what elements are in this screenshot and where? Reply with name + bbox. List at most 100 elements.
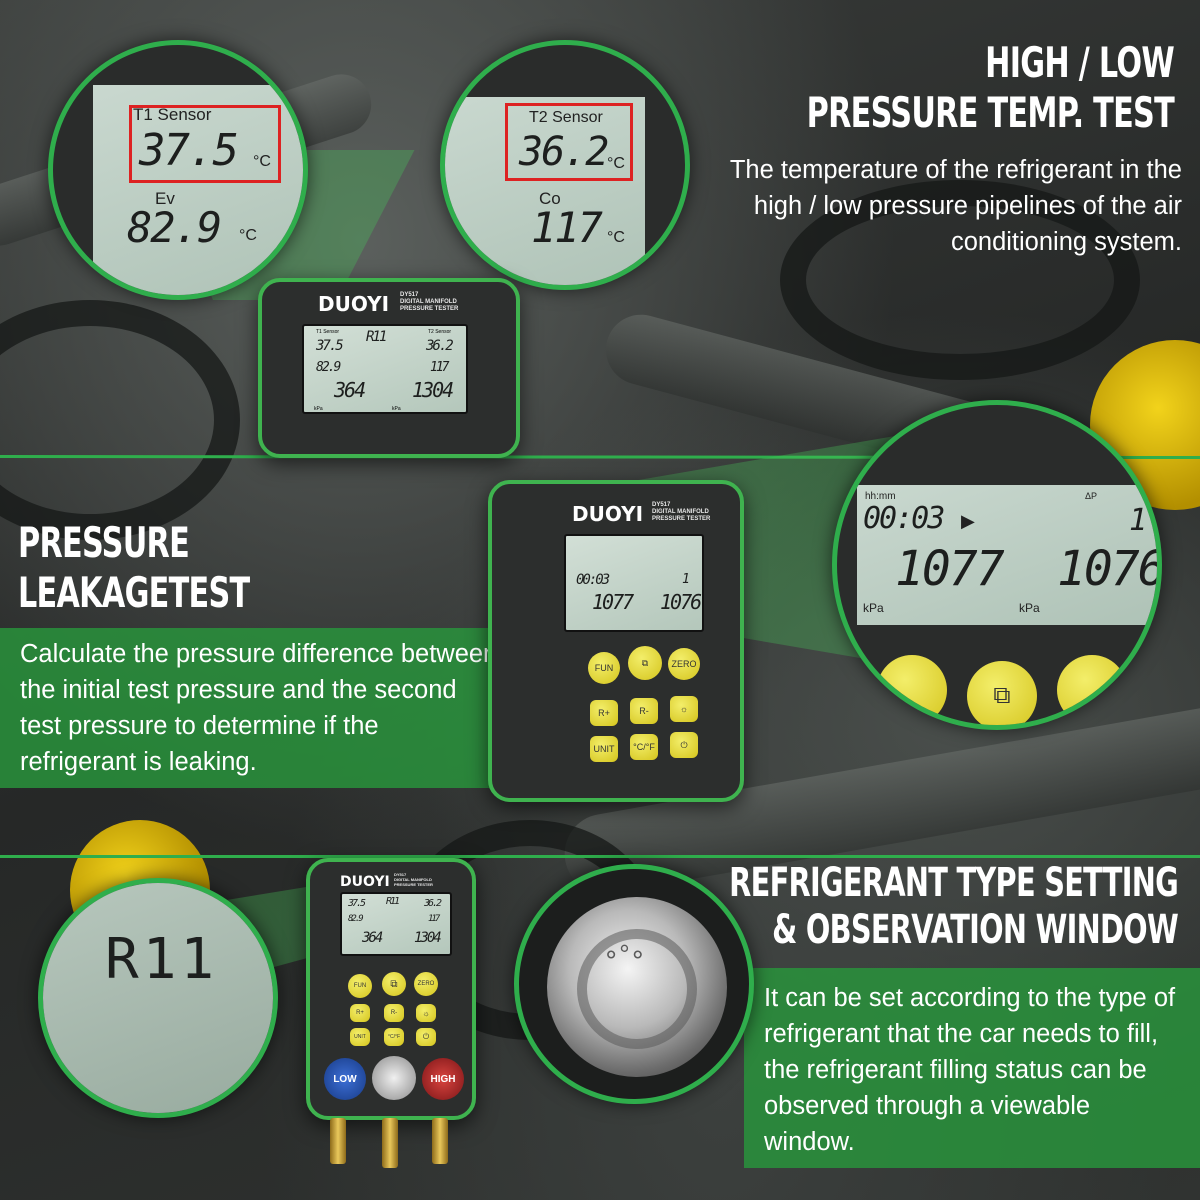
b-lcd-ev: 82.9 [348,914,364,924]
b-power-button[interactable]: ⏻ [416,1028,436,1046]
sight-glass-knob[interactable] [372,1056,416,1100]
leak-unit1: kPa [863,601,884,615]
record-button[interactable]: ⧉ [628,646,662,680]
device-model: DY517 DIGITAL MANIFOLD PRESSURE TESTER [652,502,710,523]
middle-title: PRESSURE LEAKAGETEST [18,518,378,617]
subtitle-line1: DIGITAL MANIFOLD [400,299,457,305]
middle-title-line2: LEAKAGETEST [18,567,250,617]
b-lcd-co: 117 [428,914,440,924]
lcd-t1: 37.5 [316,338,344,354]
brass-fitting-center [382,1118,398,1168]
t1-temp-unit: °C [253,153,271,170]
b-r-plus-button[interactable]: R+ [350,1004,370,1022]
b-zero-button[interactable]: ZERO [414,972,438,996]
leak-unit2: kPa [1019,601,1040,615]
bottom-title: REFRIGERANT TYPE SETTING & OBSERVATION W… [602,860,1179,954]
mid-lcd-p1: 1077 [592,590,634,614]
zero-button[interactable]: ZERO [668,648,700,680]
mid-lcd-delta: 1 [682,572,690,587]
t2-temp-unit: °C [607,155,625,172]
lens-record-button: ⧉ [967,661,1037,725]
subtitle-line2: PRESSURE TESTER [394,882,433,887]
record-icon: ⧉ [993,682,1011,709]
lens-refrigerant-type: R11 [38,878,278,1118]
leak-time: 00:03 [863,501,945,536]
bg-hose [0,300,240,540]
power-icon: ⏻ [422,1032,430,1041]
leak-pressure2: 1076 [1057,541,1162,597]
ev-temp: 82.9 [127,203,222,252]
middle-description: Calculate the pressure difference betwee… [20,640,498,776]
sun-icon: ☼ [679,704,689,714]
bottom-description: It can be set according to the type of r… [764,984,1176,1156]
subtitle-line2: PRESSURE TESTER [400,306,459,312]
ev-temp-unit: °C [239,227,257,244]
lcd-t2-label: T2 Sensor [428,329,452,335]
middle-title-line1: PRESSURE [18,518,190,567]
device-middle: DUOYI DY517 DIGITAL MANIFOLD PRESSURE TE… [488,480,744,802]
t1-label: T1 Sensor [133,105,212,124]
play-icon: ▶ [961,511,975,531]
leak-delta-label: ΔP [1085,491,1098,501]
lcd-p2: 1304 [412,378,454,402]
brand-logo: DUOYI [572,502,644,526]
sight-glass-ring [577,929,697,1049]
backlight-button[interactable]: ☼ [670,696,698,722]
lcd-ev: 82.9 [316,360,341,375]
lens-observation-window: ∘°∘ [514,864,754,1104]
lens-fun-button [877,655,947,725]
model-text: DY517 [652,502,671,508]
co-temp-unit: °C [607,229,625,246]
b-fun-button[interactable]: FUN [348,974,372,998]
brand-logo: DUOYI [318,292,390,316]
brass-fitting-low [330,1118,346,1164]
lcd-p1: 364 [334,378,366,402]
sun-icon: ☼ [422,1008,430,1018]
lcd-unit1: kPa [314,406,323,412]
b-r-minus-button[interactable]: R- [384,1004,404,1022]
r-minus-button[interactable]: R- [630,698,658,724]
model-text: DY517 [400,292,419,298]
brand-logo: DUOYI [340,874,390,890]
lcd-t2: 36.2 [426,338,454,354]
b-lcd-ref: R11 [386,896,400,907]
high-pressure-knob[interactable]: HIGH [422,1058,464,1100]
b-record-button[interactable]: ⧉ [382,972,406,996]
co-label: Co [539,189,561,208]
r-plus-button[interactable]: R+ [590,700,618,726]
b-lcd-p1: 364 [362,930,383,946]
fun-button[interactable]: FUN [588,652,620,684]
bottom-title-line1: REFRIGERANT TYPE SETTING [729,860,1179,906]
b-unit-button[interactable]: UNIT [350,1028,370,1046]
t1-temp: 37.5 [139,125,239,176]
lcd-co: 117 [430,360,450,375]
model-text: DY517 [394,872,407,877]
co-temp: 117 [531,203,603,252]
top-description: The temperature of the refrigerant in th… [729,156,1182,256]
lcd-t1-label: T1 Sensor [316,329,340,335]
low-pressure-knob[interactable]: LOW [324,1058,366,1100]
b-backlight-button[interactable]: ☼ [416,1004,436,1022]
middle-description-panel [0,628,506,788]
b-celsius-fahrenheit-button[interactable]: °C/°F [384,1028,404,1046]
ev-label: Ev [155,189,175,208]
power-icon: ⏻ [680,739,688,750]
bottom-title-line2: & OBSERVATION WINDOW [772,907,1179,954]
top-title-line2: PRESSURE TEMP. TEST [806,87,1175,137]
unit-button[interactable]: UNIT [590,736,618,762]
record-icon: ⧉ [390,978,398,990]
lens-leak-test: hh:mm ΔP 00:03 ▶ 1 1077 1076 kPa kPa ⧉ [832,400,1162,730]
lcd-unit2: kPa [392,406,401,412]
section-divider [0,855,1200,858]
top-title: HIGH / LOW PRESSURE TEMP. TEST [598,38,1175,137]
b-lcd-t1: 37.5 [348,898,366,909]
t2-label: T2 Sensor [529,109,603,126]
subtitle-line2: PRESSURE TESTER [652,516,711,522]
subtitle-line1: DIGITAL MANIFOLD [394,877,432,882]
b-lcd-t2: 36.2 [424,898,442,909]
celsius-fahrenheit-button[interactable]: °C/°F [630,734,658,760]
record-icon: ⧉ [641,657,649,668]
mid-lcd-p2: 1076 [660,590,702,614]
leak-pressure1: 1077 [895,541,1005,597]
power-button[interactable]: ⏻ [670,732,698,758]
